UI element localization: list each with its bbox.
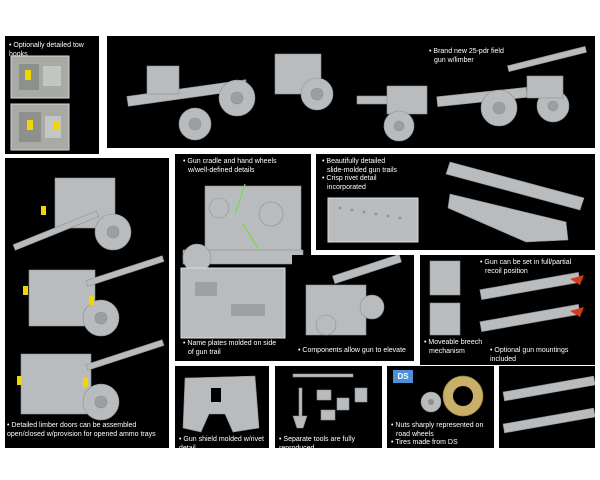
caption-field-gun-2: gun w/limber	[434, 56, 474, 64]
panel-gun-trails: • Beautifully detailed slide-molded gun …	[316, 154, 595, 250]
recoil-arrow-icon	[570, 275, 584, 285]
caption-breech-2: mechanism	[429, 347, 465, 355]
caption-mountings: Optional gun mountings included	[490, 347, 569, 363]
bullet: •	[183, 158, 188, 165]
barrels-render	[502, 375, 595, 434]
ds-badge: DS	[393, 370, 413, 383]
bullet: •	[179, 436, 184, 443]
panel-nuts-tires: DS • Nuts sharply represented on road wh…	[387, 366, 494, 448]
bullet: •	[490, 347, 495, 354]
caption-limber-doors-2: open/closed w/provision for opened ammo …	[7, 430, 156, 438]
bullet: •	[429, 48, 434, 55]
caption-gun-cradle-2: w/well-defined details	[188, 166, 255, 174]
wheel-render	[420, 375, 484, 417]
elevate-render	[305, 255, 402, 336]
caption-field-gun-1: Brand new 25-pdr field	[433, 48, 504, 55]
panel-gun-cradle: • Gun cradle and hand wheels w/well-defi…	[175, 154, 311, 361]
panel-tow-hooks: • Optionally detailed tow hooks	[5, 36, 99, 154]
panel-field-gun: • Brand new 25-pdr field gun w/limber	[107, 36, 595, 148]
bullet: •	[9, 42, 14, 49]
bullet: •	[322, 175, 327, 182]
bullet: •	[183, 340, 188, 347]
panel-elevate: • Components allow gun to elevate	[292, 255, 414, 361]
bullet: •	[298, 347, 303, 354]
caption-nuts-2: road wheels	[396, 430, 434, 438]
caption-limber-doors-1: Detailed limber doors can be assembled	[11, 422, 137, 429]
caption-name-plates-1: Name plates molded on side	[187, 340, 277, 347]
bullet: •	[391, 422, 396, 429]
caption-name-plates-2: of gun trail	[188, 348, 221, 356]
caption-tires: Tires made from DS	[395, 439, 458, 446]
tools-render	[292, 373, 368, 429]
bullet: •	[279, 436, 284, 443]
gun-trails-render	[327, 161, 585, 243]
gun-shield-render	[182, 375, 260, 433]
caption-gun-cradle-1: Gun cradle and hand wheels	[187, 158, 277, 165]
caption-recoil-1: Gun can be set in full/partial	[484, 259, 572, 266]
bullet: •	[322, 158, 327, 165]
panel-gun-mountings: • Gun can be set in full/partial recoil …	[420, 255, 595, 365]
tow-hook-images	[10, 55, 70, 151]
bullet: •	[424, 339, 429, 346]
panel-tools: • Separate tools are fully reproduced	[275, 366, 382, 448]
caption-gun-trails-1: Beautifully detailed	[326, 158, 386, 165]
caption-breech-1: Moveable breech	[428, 339, 483, 346]
recoil-arrow-icon	[570, 307, 584, 317]
caption-nuts-1: Nuts sharply represented on	[395, 422, 484, 429]
panel-barrels	[499, 366, 595, 448]
caption-rivet-1: Crisp rivet detail	[326, 175, 377, 182]
caption-recoil-2: recoil position	[485, 267, 528, 275]
gun-cradle-render	[180, 183, 304, 339]
caption-tow-hooks: Optionally detailed tow hooks	[9, 42, 84, 58]
caption-elevate: Components allow gun to elevate	[302, 347, 406, 354]
caption-tools: Separate tools are fully reproduced	[279, 436, 356, 448]
caption-gun-trails-2: slide-molded gun trails	[327, 166, 398, 174]
bullet: •	[391, 439, 396, 446]
bullet: •	[7, 422, 12, 429]
limber-renders	[12, 177, 165, 421]
bullet: •	[480, 259, 485, 266]
gun-mountings-render	[429, 260, 584, 336]
caption-rivet-2: incorporated	[327, 183, 366, 191]
panel-limbers: • Detailed limber doors can be assembled…	[5, 158, 169, 448]
field-gun-render	[126, 46, 587, 142]
panel-gun-shield: • Gun shield molded w/rivet detail	[175, 366, 269, 448]
caption-gun-shield: Gun shield molded w/rivet detail	[179, 436, 264, 448]
